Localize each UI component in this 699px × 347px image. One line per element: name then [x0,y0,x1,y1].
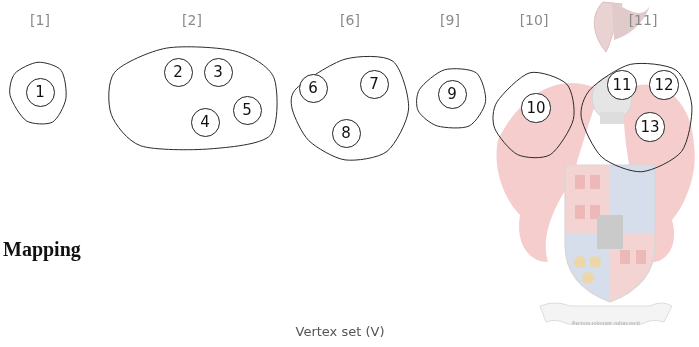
region-outline-path [493,72,574,157]
vertex-number: 3 [213,63,223,81]
label-holder: Mapping [3,238,81,261]
vertex-class-region: [1]1 [8,60,68,125]
region-heading-holder: [1] [30,10,50,29]
section-heading: Mapping [3,238,81,260]
region-outline-path [109,47,277,150]
class-label: [10] [520,12,549,28]
region-heading-holder: [9] [440,10,460,29]
class-label: [1] [30,12,50,28]
vertex-class-region: [11]111213 [578,60,694,175]
vertex-circle: 4 [191,108,220,137]
class-label: [11] [629,12,658,28]
vertex-number: 6 [308,79,318,97]
class-label: [6] [340,12,360,28]
region-outline-path [10,62,66,124]
vertex-circle: 10 [521,93,550,122]
region-outline-path [291,56,408,160]
vertex-number: 10 [526,99,545,117]
vertex-class-region: [6]678 [290,55,412,163]
region-outline-path [417,69,486,128]
vertex-class-region: [10]10 [492,70,576,160]
label-holder: Vertex set (V) [296,321,385,340]
vertex-number: 11 [612,76,631,94]
vertex-number: 13 [640,118,659,136]
axis-caption: Vertex set (V) [296,324,385,339]
vertex-number: 8 [341,124,351,142]
vertex-circle: 9 [438,80,467,109]
region-heading-holder: [6] [340,10,360,29]
vertex-circle: 3 [204,58,233,87]
vertex-circle: 13 [635,112,664,141]
label-holder: Pectora roborant cultus recti [572,310,640,329]
vertex-circle: 1 [26,78,55,107]
class-label: [2] [182,12,202,28]
region-heading-holder: [10] [520,10,549,29]
vertex-number: 12 [654,76,673,94]
vertex-circle: 7 [360,70,389,99]
vertex-circle: 12 [649,70,678,99]
vertex-circle: 6 [299,74,328,103]
crest-motto: Pectora roborant cultus recti [572,320,640,326]
region-heading-holder: [11] [629,10,658,29]
vertex-number: 7 [369,75,379,93]
vertex-number: 1 [35,83,45,101]
vertex-number: 9 [447,85,457,103]
vertex-number: 5 [242,101,252,119]
region-heading-holder: [2] [182,10,202,29]
vertex-class-region: [9]9 [415,67,488,130]
vertex-circle: 5 [233,96,262,125]
vertex-circle: 8 [332,119,361,148]
vertex-number: 2 [173,63,183,81]
vertex-class-region: [2]2345 [105,45,280,152]
vertex-number: 4 [200,113,210,131]
region-outline-path [581,63,692,171]
vertex-circle: 11 [607,70,636,99]
class-label: [9] [440,12,460,28]
vertex-circle: 2 [164,58,193,87]
